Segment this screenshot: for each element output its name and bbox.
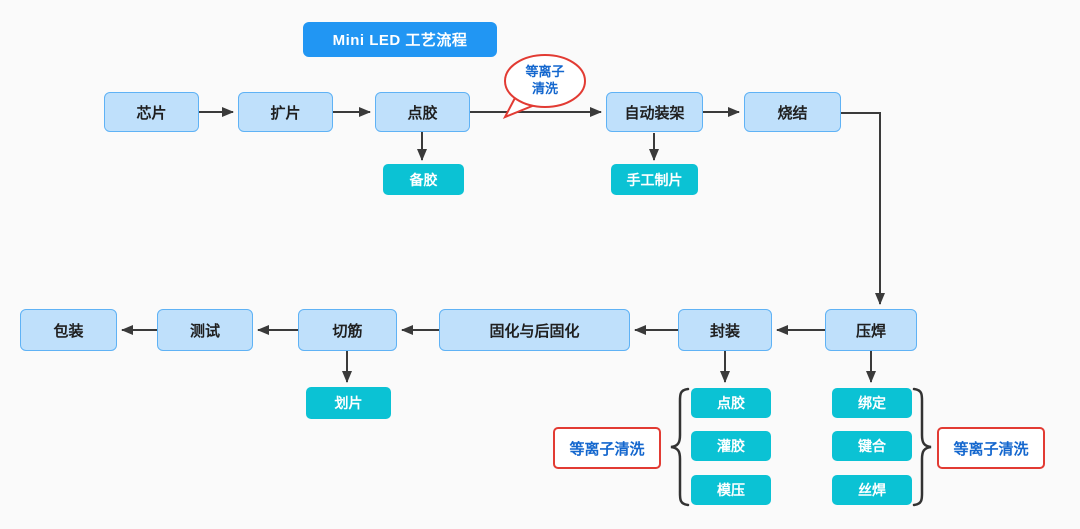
node-sub-dispensing: 点胶 <box>691 388 771 418</box>
node-trimming: 切筋 <box>298 309 397 351</box>
node-dicing: 划片 <box>306 387 391 419</box>
node-binding: 绑定 <box>832 388 912 418</box>
plasma-cleaning-label-right: 等离子清洗 <box>937 427 1045 469</box>
node-glue-filling: 灌胶 <box>691 431 771 461</box>
node-encapsulation: 封装 <box>678 309 772 351</box>
plasma-cleaning-bubble: 等离子 清洗 <box>507 58 583 104</box>
node-film-expanding: 扩片 <box>238 92 333 132</box>
node-testing: 测试 <box>157 309 253 351</box>
group-braces <box>670 387 932 507</box>
plasma-bubble-shape <box>502 54 586 119</box>
bubble-line1: 等离子 <box>525 64 565 80</box>
node-curing: 固化与后固化 <box>439 309 630 351</box>
node-wire-bonding: 压焊 <box>825 309 917 351</box>
node-bonding: 键合 <box>832 431 912 461</box>
plasma-cleaning-label-left: 等离子清洗 <box>553 427 661 469</box>
node-sintering: 烧结 <box>744 92 841 132</box>
node-packaging: 包装 <box>20 309 117 351</box>
diagram-title: Mini LED 工艺流程 <box>303 22 497 57</box>
node-dispensing: 点胶 <box>375 92 470 132</box>
node-auto-mounting: 自动装架 <box>606 92 703 132</box>
node-manual-wafer: 手工制片 <box>611 164 698 195</box>
node-chip: 芯片 <box>104 92 199 132</box>
node-molding: 模压 <box>691 475 771 505</box>
node-wire-welding: 丝焊 <box>832 475 912 505</box>
node-glue-preparation: 备胶 <box>383 164 464 195</box>
bubble-line2: 清洗 <box>531 81 558 96</box>
